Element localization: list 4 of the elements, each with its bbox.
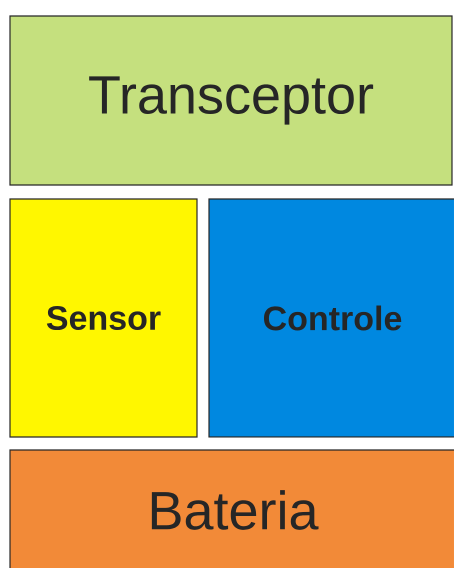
block-box: Sensor	[9, 198, 198, 438]
block-box: Bateria	[9, 449, 454, 568]
block-box: Transceptor	[9, 15, 453, 186]
block-box: Controle	[208, 198, 454, 438]
